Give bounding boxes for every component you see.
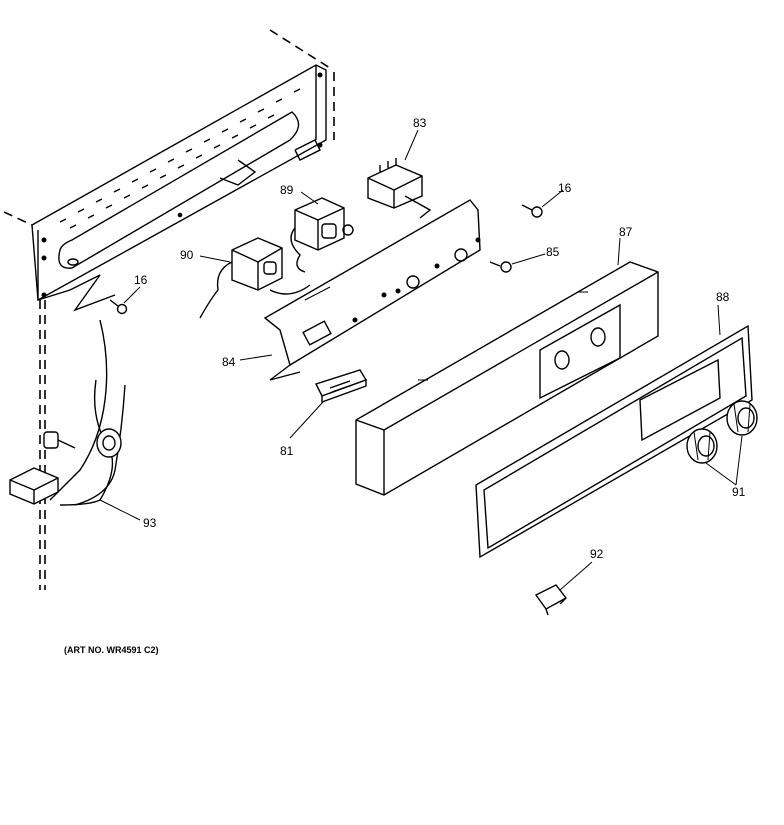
callout-92: 92 (590, 547, 604, 561)
part-88-trim-panel (475, 324, 753, 559)
callout-16-left: 16 (134, 273, 148, 287)
part-16-screw-right (521, 204, 543, 218)
art-number-label: (ART NO. WR4591 C2) (64, 645, 159, 655)
part-89-switch (290, 197, 354, 273)
part-84-mounting-plate (263, 199, 481, 381)
wire-harness (9, 319, 126, 506)
part-91-knobs (686, 400, 758, 464)
dashed-cabinet-outline (3, 29, 335, 590)
callout-88: 88 (716, 290, 730, 304)
callout-90: 90 (180, 248, 194, 262)
callout-81: 81 (280, 444, 294, 458)
callout-85: 85 (546, 245, 560, 259)
callout-84: 84 (222, 355, 236, 369)
leader-lines (99, 129, 743, 591)
part-90-switch (199, 237, 311, 319)
backguard-panel (31, 64, 327, 312)
callout-labels: 83 89 90 16 85 87 88 16 84 81 91 93 92 (134, 116, 746, 561)
callout-91: 91 (732, 485, 746, 499)
part-83-switch (367, 158, 432, 219)
part-81-indicator (315, 369, 368, 403)
callout-83: 83 (413, 116, 427, 130)
callout-89: 89 (280, 183, 294, 197)
part-16-screw-left (109, 299, 128, 315)
part-87-control-panel (355, 261, 659, 496)
callout-87: 87 (619, 225, 633, 239)
part-85-screw (489, 261, 512, 273)
callout-16-right: 16 (558, 181, 572, 195)
part-92-clip (534, 584, 568, 616)
callout-93: 93 (143, 516, 157, 530)
vent-slots (59, 88, 301, 229)
